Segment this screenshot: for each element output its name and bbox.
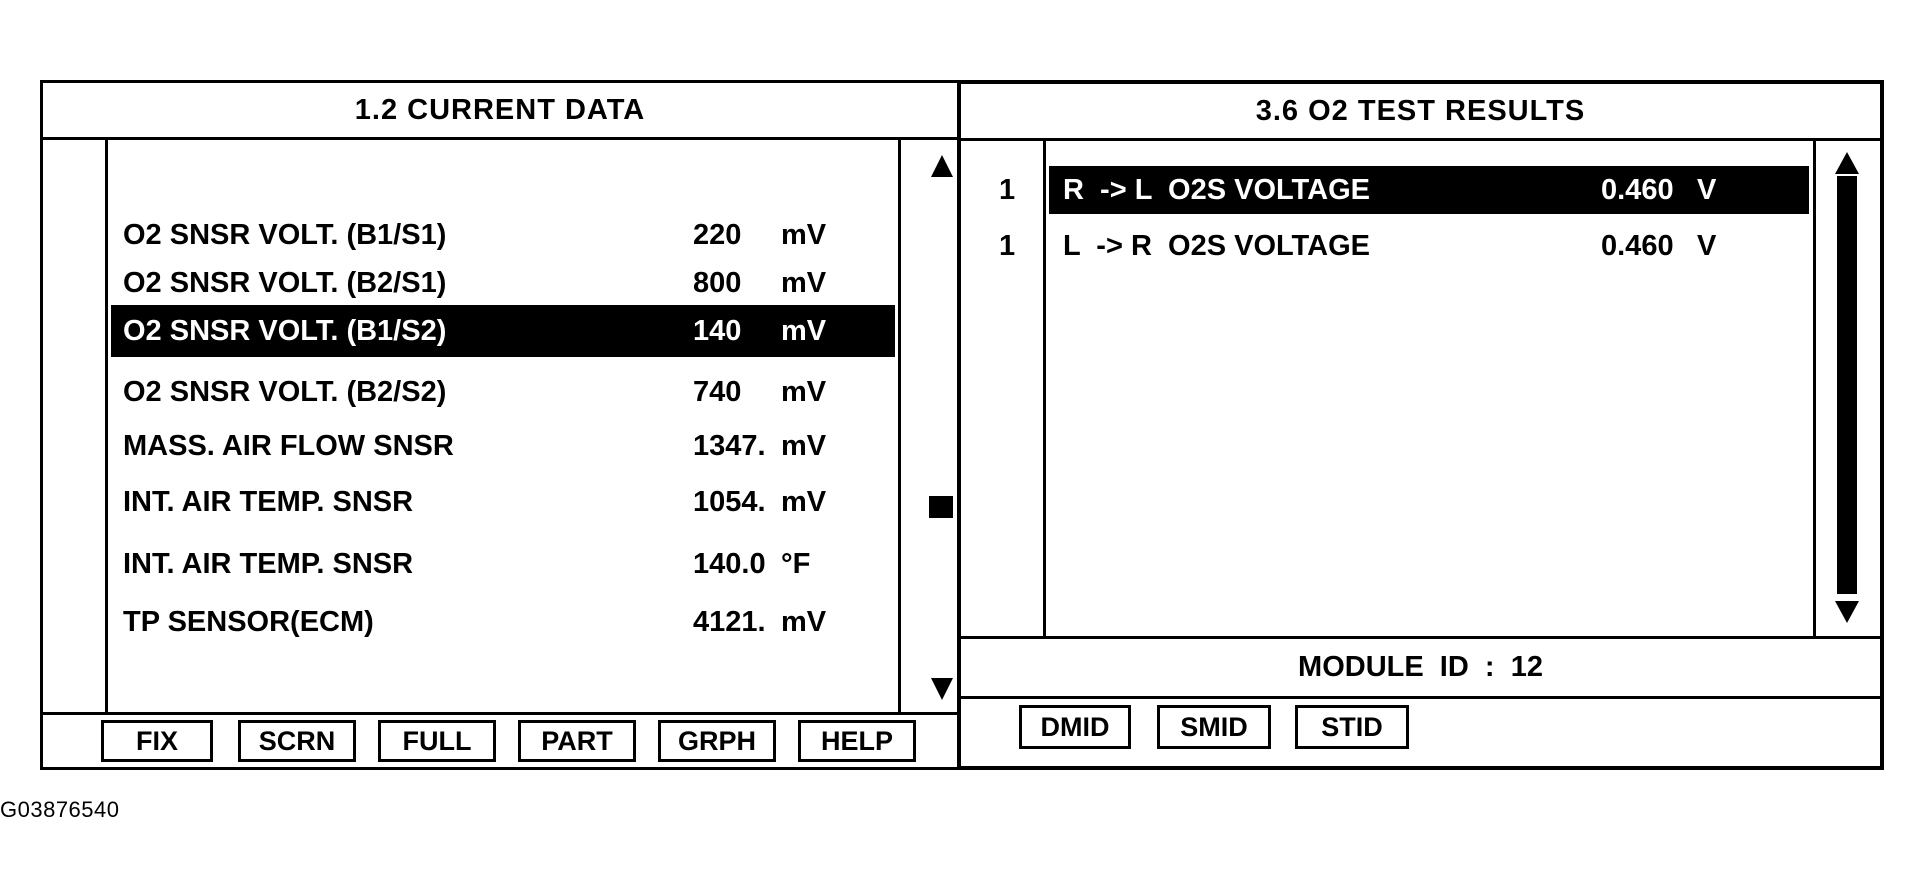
left-gutter-divider xyxy=(105,140,108,712)
scroll-thumb[interactable] xyxy=(1837,176,1857,594)
row-unit: mV xyxy=(781,315,827,347)
left-scrollbar-divider xyxy=(898,140,901,712)
row-value: 1347. xyxy=(693,430,766,462)
row-unit: °F xyxy=(781,548,811,580)
module-id-divider xyxy=(961,636,1880,639)
row-unit: mV xyxy=(781,267,827,299)
row-unit: mV xyxy=(781,376,827,408)
o2-test-results-title: 3.6 O2 TEST RESULTS xyxy=(961,84,1880,141)
scroll-up-arrow-icon[interactable] xyxy=(931,155,953,177)
row-name: TP SENSOR(ECM) xyxy=(123,606,374,638)
row-name: O2 SNSR VOLT. (B2/S1) xyxy=(123,267,447,299)
row-name: R -> L O2S VOLTAGE xyxy=(1063,174,1370,206)
number-column-divider xyxy=(1043,141,1046,636)
row-name: O2 SNSR VOLT. (B1/S1) xyxy=(123,219,447,251)
button-bar-divider xyxy=(961,696,1880,699)
row-name: INT. AIR TEMP. SNSR xyxy=(123,486,414,518)
row-value: 220 xyxy=(693,219,742,251)
row-number: 1 xyxy=(999,174,1016,206)
row-unit: mV xyxy=(781,219,827,251)
row-name: L -> R O2S VOLTAGE xyxy=(1063,230,1370,262)
row-name: MASS. AIR FLOW SNSR xyxy=(123,430,454,462)
right-scrollbar-divider xyxy=(1813,141,1816,636)
data-row[interactable]: MASS. AIR FLOW SNSR 1347. mV xyxy=(111,420,895,472)
figure-code: G03876540 xyxy=(0,797,120,822)
full-button[interactable]: FULL xyxy=(378,720,496,762)
row-unit: V xyxy=(1697,230,1717,262)
row-name: O2 SNSR VOLT. (B1/S2) xyxy=(123,315,447,347)
row-value: 4121. xyxy=(693,606,766,638)
dmid-button[interactable]: DMID xyxy=(1019,705,1131,749)
row-unit: mV xyxy=(781,486,827,518)
row-value: 800 xyxy=(693,267,742,299)
scroll-down-arrow-icon[interactable] xyxy=(931,678,953,700)
scrn-button[interactable]: SCRN xyxy=(238,720,356,762)
grph-button[interactable]: GRPH xyxy=(658,720,776,762)
row-unit: mV xyxy=(781,430,827,462)
row-unit: mV xyxy=(781,606,827,638)
part-button[interactable]: PART xyxy=(518,720,636,762)
module-id-label: MODULE ID : 12 xyxy=(1298,651,1543,683)
help-button[interactable]: HELP xyxy=(798,720,916,762)
data-row[interactable]: O2 SNSR VOLT. (B1/S1) 220 mV xyxy=(111,209,895,261)
smid-button[interactable]: SMID xyxy=(1157,705,1271,749)
row-value: 1054. xyxy=(693,486,766,518)
result-row-selected[interactable]: R -> L O2S VOLTAGE 0.460 V xyxy=(1049,166,1809,214)
row-value: 140 xyxy=(693,315,742,347)
row-number: 1 xyxy=(999,230,1016,262)
o2-test-results-panel: 3.6 O2 TEST RESULTS 1 R -> L O2S VOLTAGE… xyxy=(957,80,1884,770)
data-row-selected[interactable]: O2 SNSR VOLT. (B1/S2) 140 mV xyxy=(111,305,895,357)
row-name: O2 SNSR VOLT. (B2/S2) xyxy=(123,376,447,408)
button-bar-divider xyxy=(43,712,957,715)
row-value: 0.460 xyxy=(1601,230,1674,262)
scroll-up-arrow-icon[interactable] xyxy=(1835,152,1859,174)
left-function-bar: FIX SCRN FULL PART GRPH HELP xyxy=(43,715,957,767)
data-row[interactable]: O2 SNSR VOLT. (B2/S2) 740 mV xyxy=(111,366,895,418)
fix-button[interactable]: FIX xyxy=(101,720,213,762)
row-value: 740 xyxy=(693,376,742,408)
row-value: 0.460 xyxy=(1601,174,1674,206)
right-function-bar: DMID SMID STID xyxy=(961,699,1880,759)
scroll-down-arrow-icon[interactable] xyxy=(1835,601,1859,623)
current-data-panel: 1.2 CURRENT DATA O2 SNSR VOLT. (B1/S1) 2… xyxy=(40,80,960,770)
result-row[interactable]: L -> R O2S VOLTAGE 0.460 V xyxy=(1049,222,1809,270)
row-name: INT. AIR TEMP. SNSR xyxy=(123,548,414,580)
data-row[interactable]: INT. AIR TEMP. SNSR 1054. mV xyxy=(111,476,895,528)
row-unit: V xyxy=(1697,174,1717,206)
data-row[interactable]: TP SENSOR(ECM) 4121. mV xyxy=(111,596,895,648)
scroll-thumb[interactable] xyxy=(929,496,953,518)
row-value: 140.0 xyxy=(693,548,766,580)
stid-button[interactable]: STID xyxy=(1295,705,1409,749)
data-row[interactable]: INT. AIR TEMP. SNSR 140.0 °F xyxy=(111,538,895,590)
data-row[interactable]: O2 SNSR VOLT. (B2/S1) 800 mV xyxy=(111,257,895,309)
current-data-title: 1.2 CURRENT DATA xyxy=(43,83,957,140)
